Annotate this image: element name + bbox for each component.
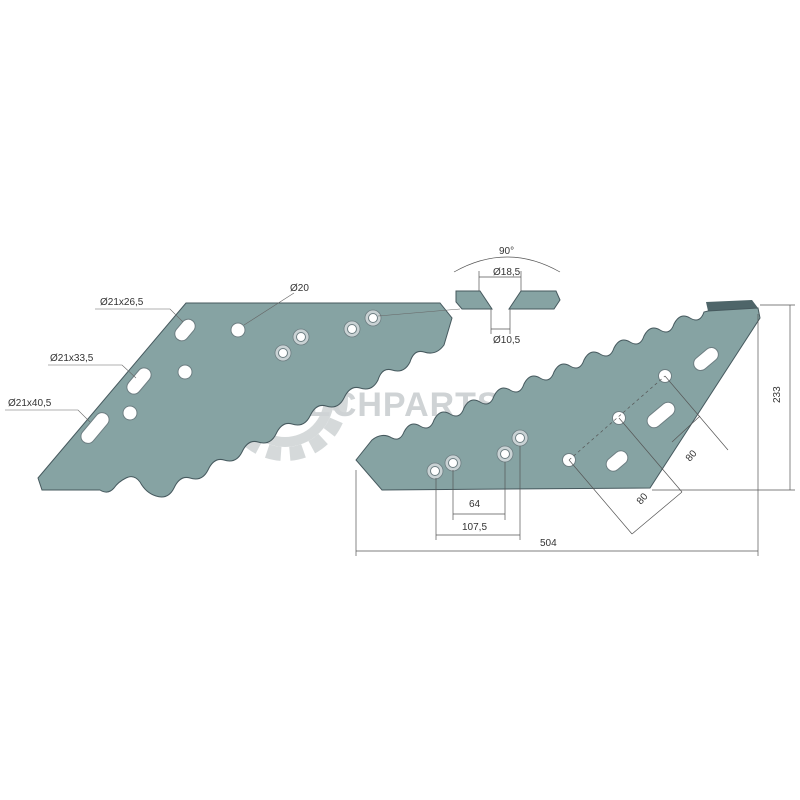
label-slot-middle: Ø21x33,5 [50, 353, 94, 364]
leader-line [243, 292, 295, 326]
section-left [455, 290, 493, 310]
label-slot-top: Ø21x26,5 [100, 297, 144, 308]
dimension-line [568, 459, 683, 535]
dimension-line [452, 462, 506, 520]
label-pitch-long: 107,5 [462, 522, 487, 533]
dimension-line [652, 304, 795, 491]
dimension-line [435, 446, 521, 540]
leader-line [377, 308, 461, 317]
round-hole [122, 405, 138, 421]
right-blade-body [355, 307, 761, 491]
slot-hole-top [174, 318, 196, 342]
label-countersink-outer: Ø18,5 [493, 267, 521, 278]
dimension-line [618, 375, 729, 493]
countersunk-hole [496, 445, 514, 463]
countersunk-hole [274, 344, 292, 362]
leader-line [95, 308, 184, 323]
label-overall-length: 504 [540, 538, 557, 549]
countersunk-hole [364, 309, 382, 327]
leader-line [5, 409, 91, 423]
countersunk-hole [343, 320, 361, 338]
dimension-line [355, 314, 759, 556]
label-countersink-inner: Ø10,5 [493, 335, 521, 346]
slot-hole [693, 347, 719, 371]
dimension-line [490, 309, 511, 334]
label-round-hole: Ø20 [290, 283, 309, 294]
slot-hole [605, 450, 629, 472]
angle-arc [453, 256, 561, 273]
countersink-detail: 90° Ø18,5 Ø10,5 [453, 246, 561, 346]
dimension-line [478, 271, 522, 291]
countersunk-hole [444, 454, 462, 472]
label-diagonal-lower: 80 [635, 491, 651, 507]
right-blade: 64 107,5 504 233 80 80 [355, 300, 795, 556]
left-blade: Ø21x26,5 Ø21x33,5 Ø21x40,5 Ø20 [5, 283, 461, 498]
countersunk-hole [292, 328, 310, 346]
leader-line [48, 364, 137, 379]
right-blade-edge [706, 300, 758, 311]
left-blade-body [37, 302, 453, 498]
slot-hole-bottom [80, 412, 110, 444]
label-height: 233 [772, 386, 783, 403]
label-slot-bottom: Ø21x40,5 [8, 398, 52, 409]
slot-hole [646, 401, 676, 429]
label-pitch-short: 64 [469, 499, 481, 510]
countersunk-hole [511, 429, 529, 447]
slot-hole-middle [126, 367, 152, 395]
round-hole [230, 322, 246, 338]
label-countersink-angle: 90° [499, 246, 514, 257]
countersunk-hole [426, 462, 444, 480]
section-right [508, 290, 561, 310]
round-hole [177, 364, 193, 380]
label-diagonal-upper: 80 [684, 448, 700, 464]
